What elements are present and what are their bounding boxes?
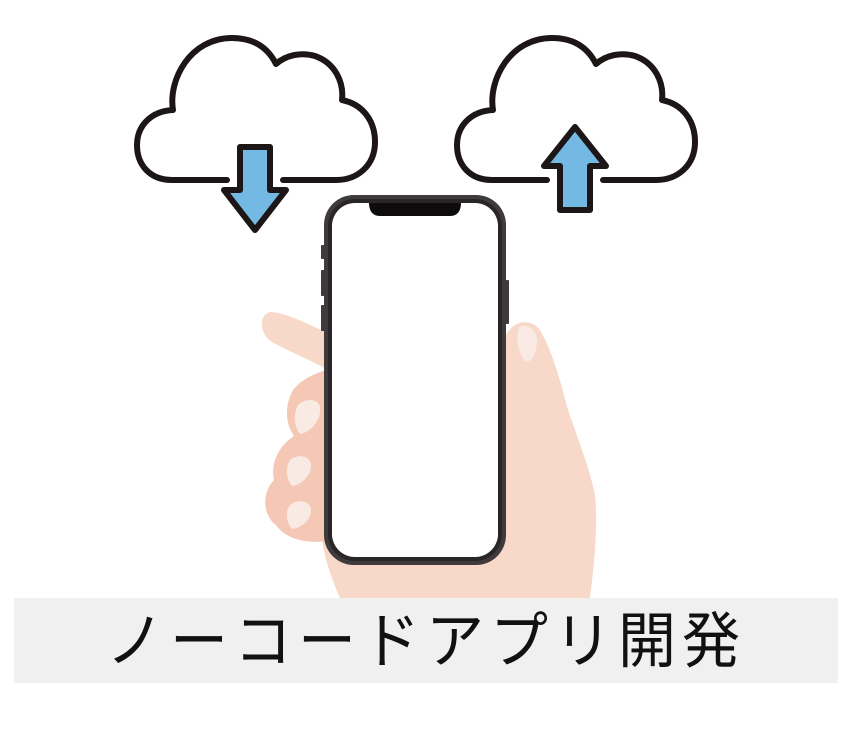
phone-screen (332, 203, 498, 557)
arrow-up-icon (541, 124, 609, 213)
cloud-upload-icon (454, 35, 698, 213)
fingernail-2 (286, 456, 312, 486)
hand (261, 312, 597, 598)
cloud-download-icon (134, 35, 378, 233)
thumb-nail (517, 325, 537, 362)
cloud-outline (454, 35, 698, 183)
caption-band: ノーコードアプリ開発 (14, 598, 838, 683)
fingernail-3 (286, 501, 312, 529)
cloud-outline (134, 35, 378, 183)
smartphone (321, 195, 509, 565)
index-finger (261, 312, 332, 372)
fingernail-1 (294, 399, 321, 434)
arrow-down-icon (221, 144, 289, 233)
phone-notch (369, 203, 461, 216)
caption-title: ノーコードアプリ開発 (105, 604, 746, 677)
thumb (503, 322, 547, 440)
